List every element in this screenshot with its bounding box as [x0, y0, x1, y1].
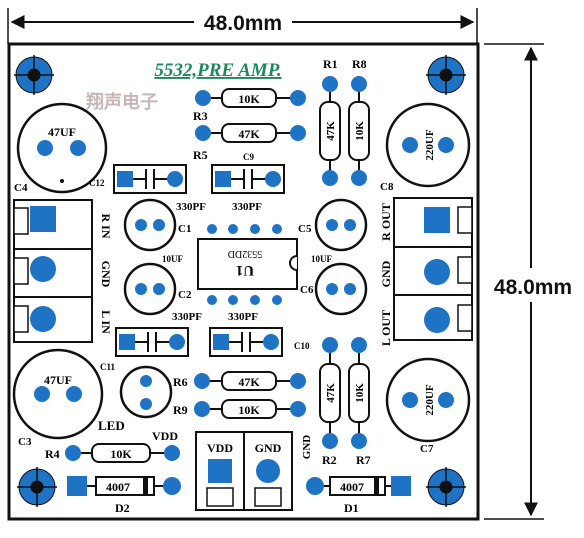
input-terminal-block: R IN GND L IN — [13, 199, 113, 343]
label-l-out: L OUT — [379, 310, 393, 346]
capacitor-c5: 330PF C5 — [232, 198, 368, 252]
label-r-in: R IN — [99, 213, 113, 238]
mounting-hole-tr — [426, 55, 466, 95]
d2-value: 4007 — [106, 480, 130, 494]
r4-value: 10K — [110, 447, 132, 461]
r6-value: 47K — [238, 375, 260, 389]
c8-value: 220UF — [424, 129, 436, 160]
power-terminal: VDD GND — [195, 431, 293, 511]
vdd-label: VDD — [152, 429, 178, 443]
capacitor-c8: 220UF C8 — [380, 102, 471, 193]
c6-ref: C6 — [300, 284, 314, 296]
r1-value: 47K — [325, 121, 337, 141]
gnd-label: GND — [301, 435, 313, 460]
r6-ref: R6 — [173, 375, 188, 389]
resistor-r9: 10K R9 — [173, 399, 306, 419]
r9-ref: R9 — [173, 403, 188, 417]
mounting-hole-br — [426, 467, 466, 507]
c3-ref: C3 — [18, 436, 32, 448]
c12-ref: C12 — [89, 178, 105, 188]
output-terminal-block: R OUT GND L OUT — [379, 197, 473, 346]
capacitor-c12: C12 — [89, 164, 187, 194]
c11-ref: C11 — [100, 362, 116, 372]
u1-ref: U1 — [236, 262, 254, 278]
capacitor-c11: C11 — [100, 327, 189, 372]
c4-value: 47UF — [48, 125, 76, 139]
capacitor-c3: 47UF C3 — [12, 348, 104, 448]
d1-ref: D1 — [344, 501, 359, 515]
c6-value: 330PF — [228, 311, 258, 323]
resistor-r4: 10K R4 — [45, 443, 180, 463]
c1-ref: C1 — [178, 223, 191, 235]
height-label: 48.0mm — [494, 276, 572, 299]
r4-ref: R4 — [45, 447, 60, 461]
u1-value: 5532DD — [228, 248, 262, 259]
c2-value: 330PF — [172, 311, 202, 323]
mounting-hole-bl — [17, 467, 57, 507]
capacitor-c7: 220UF C7 — [385, 357, 471, 455]
power-gnd-label: GND — [255, 441, 282, 455]
d1-value: 4007 — [340, 480, 364, 494]
c2-ref: C2 — [178, 289, 192, 301]
r5-value: 47K — [238, 127, 260, 141]
r5-ref: R5 — [193, 148, 208, 162]
capacitor-c2: 10UF C2 330PF — [123, 254, 202, 323]
resistor-r6: 47K R6 — [173, 371, 306, 391]
c10-ref: C10 — [294, 341, 310, 351]
diode-d1: 4007 D1 — [306, 476, 411, 515]
c5-value: 330PF — [232, 201, 262, 213]
c3-value: 47UF — [44, 373, 72, 387]
r7-value: 10K — [354, 383, 366, 403]
height-dimension: 48.0mm — [484, 43, 572, 520]
ic-u1: 5532DD U1 — [197, 224, 298, 305]
mounting-holes — [14, 55, 466, 507]
mounting-hole-tl — [14, 55, 54, 95]
d2-ref: D2 — [115, 501, 130, 515]
resistor-r2: 47K R2 — [319, 337, 341, 467]
resistor-r5: 47K R5 — [193, 123, 306, 162]
capacitor-c4: 47UF C4 — [14, 102, 108, 194]
r8-value: 10K — [354, 121, 366, 141]
r8-ref: R8 — [352, 57, 367, 71]
led: LED — [98, 365, 173, 433]
label-gnd-in: GND — [99, 261, 113, 288]
c5-ref: C5 — [298, 223, 312, 235]
width-label: 48.0mm — [204, 12, 282, 35]
r1-ref: R1 — [323, 57, 338, 71]
capacitor-c9: C9 — [211, 152, 285, 194]
resistor-r7: 10K R7 — [348, 337, 371, 467]
width-dimension: 48.0mm — [7, 8, 478, 44]
capacitor-c6: 10UF C6 330PF — [228, 254, 368, 323]
c2-elec-value: 10UF — [162, 254, 183, 264]
r2-ref: R2 — [322, 453, 337, 467]
c7-value: 220UF — [424, 384, 436, 415]
label-r-out: R OUT — [379, 203, 393, 241]
c9-ref: C9 — [243, 152, 254, 162]
c8-ref: C8 — [380, 181, 394, 193]
label-l-in: L IN — [99, 310, 113, 334]
c1-value: 330PF — [176, 201, 206, 213]
power-vdd-label: VDD — [207, 441, 233, 455]
r7-ref: R7 — [356, 453, 371, 467]
resistor-r8: 10K R8 — [348, 57, 370, 186]
board-title: 5532,PRE AMP. — [154, 60, 281, 81]
c7-ref: C7 — [420, 443, 434, 455]
label-gnd-out: GND — [379, 260, 393, 287]
r9-value: 10K — [238, 403, 260, 417]
capacitor-c1: 330PF C1 — [123, 198, 206, 252]
diode-d2: 4007 D2 — [67, 476, 181, 515]
resistor-r3: 10K R3 — [193, 88, 306, 123]
c6-elec-value: 10UF — [311, 254, 332, 264]
c4-ref: C4 — [14, 182, 28, 194]
capacitor-c10: C10 — [209, 327, 310, 357]
r3-value: 10K — [238, 92, 260, 106]
r2-value: 47K — [325, 383, 337, 403]
brand-mark: 翔声电子 — [85, 91, 158, 112]
led-label: LED — [98, 418, 125, 433]
r3-ref: R3 — [193, 109, 208, 123]
resistor-r1: 47K R1 — [319, 57, 341, 186]
